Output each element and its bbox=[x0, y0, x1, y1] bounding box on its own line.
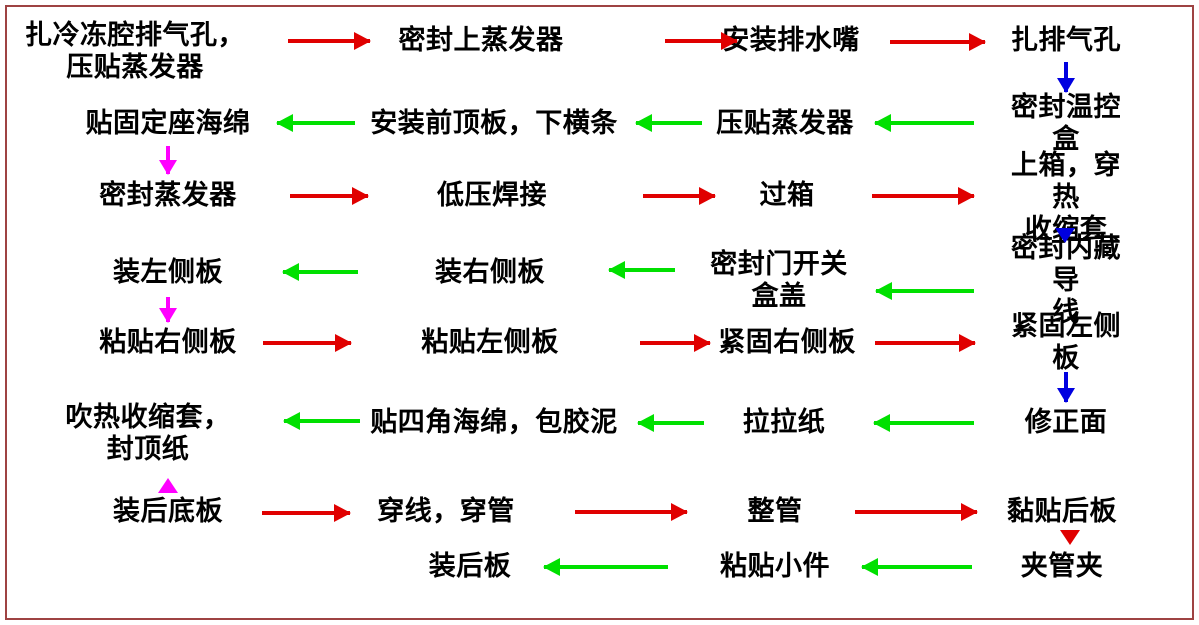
arrow-head bbox=[608, 261, 625, 279]
arrow-head bbox=[335, 334, 352, 352]
arrow-head bbox=[959, 334, 976, 352]
process-node: 装右侧板 bbox=[435, 257, 545, 288]
arrow-shaft bbox=[1064, 372, 1068, 402]
arrow-head bbox=[671, 503, 688, 521]
arrow-head bbox=[873, 414, 890, 432]
process-node: 安装前顶板，下横条 bbox=[370, 108, 618, 139]
process-node: 扎排气孔 bbox=[1011, 25, 1121, 56]
arrow-down-icon bbox=[1055, 228, 1075, 243]
arrow-head bbox=[543, 558, 560, 576]
arrow-head bbox=[874, 114, 891, 132]
arrow-up-icon bbox=[158, 478, 178, 493]
arrow-shaft bbox=[875, 341, 975, 345]
arrow-shaft bbox=[638, 421, 704, 425]
arrow-shaft bbox=[890, 40, 985, 44]
arrow-head bbox=[958, 187, 975, 205]
process-node: 穿线，穿管 bbox=[377, 496, 515, 527]
process-node: 贴固定座海绵 bbox=[85, 108, 251, 139]
arrow-shaft bbox=[862, 565, 972, 569]
process-node: 修正面 bbox=[1024, 407, 1108, 438]
arrow-head bbox=[352, 187, 369, 205]
process-node: 过箱 bbox=[759, 180, 815, 211]
arrow-head bbox=[694, 334, 711, 352]
process-node: 低压焊接 bbox=[437, 180, 547, 211]
arrow-head bbox=[159, 308, 177, 323]
arrow-head bbox=[283, 412, 300, 430]
arrow-head bbox=[961, 503, 978, 521]
arrow-head bbox=[1057, 388, 1075, 403]
arrow-shaft bbox=[277, 121, 355, 125]
arrow-head bbox=[861, 558, 878, 576]
arrow-head bbox=[969, 33, 986, 51]
process-node: 装后板 bbox=[428, 551, 512, 582]
process-node: 装后底板 bbox=[113, 496, 223, 527]
process-node: 装左侧板 bbox=[113, 257, 223, 288]
arrow-shaft bbox=[640, 341, 710, 345]
arrow-shaft bbox=[665, 39, 737, 43]
arrow-shaft bbox=[544, 565, 668, 569]
arrow-head bbox=[282, 263, 299, 281]
arrow-shaft bbox=[1064, 62, 1068, 92]
process-node: 密封门开关 盒盖 bbox=[710, 249, 848, 311]
arrow-shaft bbox=[262, 511, 350, 515]
arrow-head bbox=[699, 187, 716, 205]
process-node: 紧固右侧板 bbox=[718, 327, 856, 358]
arrow-head bbox=[1057, 78, 1075, 93]
arrow-head bbox=[159, 160, 177, 175]
process-node: 粘贴左侧板 bbox=[421, 327, 559, 358]
arrow-shaft bbox=[636, 121, 702, 125]
arrow-down-icon bbox=[1060, 530, 1080, 545]
arrow-head bbox=[276, 114, 293, 132]
arrow-shaft bbox=[283, 270, 358, 274]
arrow-head bbox=[635, 114, 652, 132]
process-node: 安装排水嘴 bbox=[722, 25, 860, 56]
arrow-head bbox=[875, 282, 892, 300]
process-node: 整管 bbox=[747, 496, 803, 527]
arrow-shaft bbox=[872, 194, 974, 198]
process-node: 黏贴后板 bbox=[1007, 496, 1117, 527]
process-node: 贴四角海绵，包胶泥 bbox=[370, 407, 618, 438]
arrow-head bbox=[334, 504, 351, 522]
process-node: 密封蒸发器 bbox=[99, 180, 237, 211]
process-node: 夹管夹 bbox=[1020, 551, 1104, 582]
process-node: 吹热收缩套， 封顶纸 bbox=[65, 402, 231, 464]
arrow-shaft bbox=[874, 421, 974, 425]
arrow-shaft bbox=[284, 419, 360, 423]
arrow-shaft bbox=[855, 510, 977, 514]
arrow-shaft bbox=[609, 268, 675, 272]
arrow-shaft bbox=[263, 341, 351, 345]
process-node: 压贴蒸发器 bbox=[716, 108, 854, 139]
process-node: 密封温控盒 bbox=[1011, 92, 1121, 154]
arrow-head bbox=[721, 32, 738, 50]
arrow-shaft bbox=[876, 289, 974, 293]
process-node: 紧固左侧板 bbox=[1011, 311, 1121, 373]
arrow-shaft bbox=[875, 121, 974, 125]
arrow-shaft bbox=[288, 39, 370, 43]
process-node: 密封上蒸发器 bbox=[398, 25, 564, 56]
arrow-head bbox=[354, 32, 371, 50]
arrow-shaft bbox=[643, 194, 715, 198]
arrow-head bbox=[637, 414, 654, 432]
process-node: 粘贴右侧板 bbox=[99, 327, 237, 358]
arrow-shaft bbox=[575, 510, 687, 514]
process-node: 粘贴小件 bbox=[720, 551, 830, 582]
arrow-shaft bbox=[290, 194, 368, 198]
process-node: 扎冷冻腔排气孔， 压贴蒸发器 bbox=[25, 20, 245, 82]
process-node: 拉拉纸 bbox=[742, 407, 826, 438]
